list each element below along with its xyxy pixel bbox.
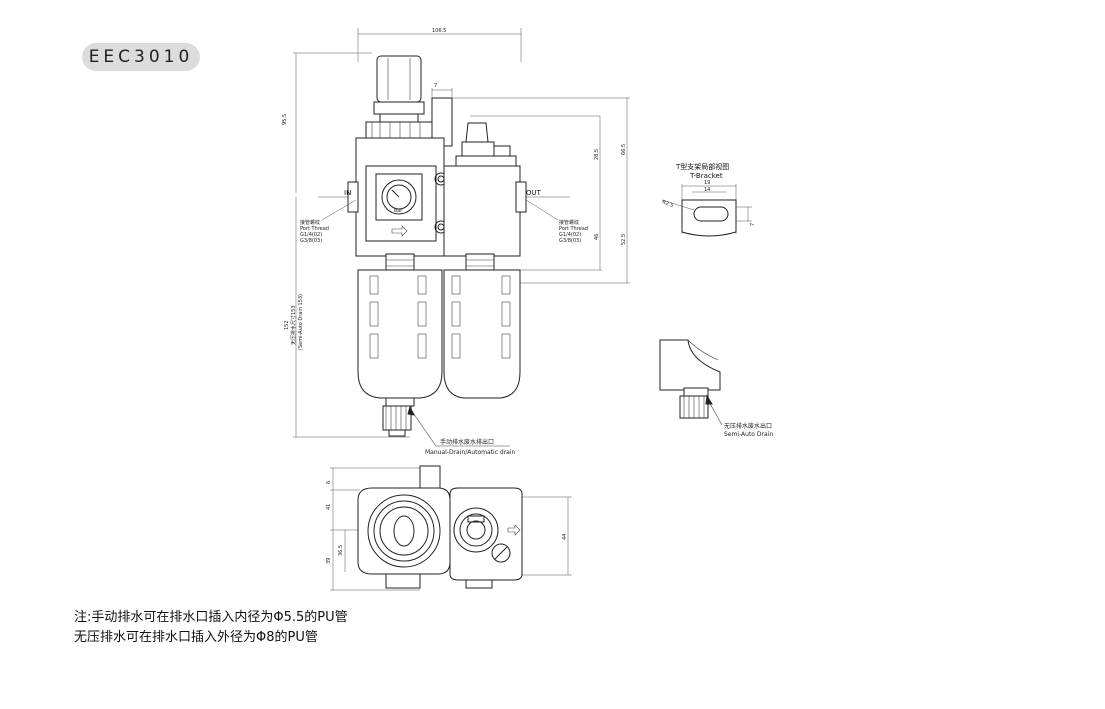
note-line-2: 无压排水可在排水口插入外径为Φ8的PU管 <box>74 630 318 645</box>
semi-auto-en: Semi-Auto Drain <box>724 431 773 438</box>
top-dim-6: 6 <box>326 481 332 484</box>
dim-left-height: 95.5 <box>282 114 288 125</box>
bracket-view: T型支架局部视图 T-Bracket 19 14 R2.5 7 <box>661 162 756 237</box>
dim-lower-inner: 46 <box>594 234 600 240</box>
top-dim-39: 39 <box>326 558 332 564</box>
bracket-dim-7: 7 <box>750 223 756 226</box>
dim-right-inner: 28.5 <box>594 149 600 160</box>
gauge-label: bar <box>394 208 403 214</box>
dim-width-top: 106.5 <box>432 28 446 34</box>
port-thread-right-cn: 接管螺纹 <box>559 219 579 226</box>
port-thread-right-en: Port Thread <box>559 226 588 232</box>
bracket-dim-19: 19 <box>704 180 710 186</box>
top-dim-36: 36.5 <box>338 545 344 556</box>
bracket-dim-r: R2.5 <box>661 199 674 209</box>
semi-auto-view: 无压排水废水出口 Semi-Auto Drain <box>659 339 773 438</box>
top-dim-41: 41 <box>326 504 332 510</box>
bracket-title-en: T-Bracket <box>689 172 723 180</box>
top-dim-44: 44 <box>562 534 568 540</box>
dim-semi-auto-en: (Semi-Auto Drain 153) <box>298 294 304 350</box>
dim-right-outer: 66.5 <box>621 144 627 155</box>
out-label: OUT <box>526 189 542 197</box>
semi-auto-cn: 无压排水废水出口 <box>724 422 772 430</box>
notes: 注:手动排水可在排水口插入内径为Φ5.5的PU管 无压排水可在排水口插入外径为Φ… <box>74 608 348 648</box>
drain-callout-en: Manual-Drain/Automatic drain <box>425 449 516 456</box>
port-thread-left-spec2: G3/8(03) <box>300 238 322 244</box>
front-view: 106.5 95.5 152 无压排水尺寸153 (Semi-Auto Drai… <box>282 28 630 456</box>
dim-total-height: 152 <box>284 320 290 330</box>
port-thread-left-en: Port Thread <box>300 226 329 232</box>
dim-lower-outer: 52.5 <box>621 234 627 245</box>
port-thread-left-spec1: G1/4(02) <box>300 232 322 238</box>
drain-callout-cn: 手动排水废水排出口 <box>440 438 494 446</box>
model-badge: EEC3010 <box>82 43 200 71</box>
model-label: EEC3010 <box>88 47 194 67</box>
bracket-title-cn: T型支架局部视图 <box>675 162 729 171</box>
top-view: 6 41 36.5 39 44 <box>326 465 572 591</box>
dim-semi-auto-cn: 无压排水尺寸153 <box>290 305 297 345</box>
port-thread-right-spec2: G3/8(03) <box>559 238 581 244</box>
bracket-dim-14: 14 <box>704 187 710 193</box>
in-label: IN <box>344 189 351 197</box>
note-line-1: 注:手动排水可在排水口插入内径为Φ5.5的PU管 <box>74 610 348 625</box>
port-thread-left-cn: 接管螺纹 <box>300 219 320 226</box>
dim-bracket-gap: 7 <box>434 83 437 89</box>
port-thread-right-spec1: G1/4(02) <box>559 232 581 238</box>
